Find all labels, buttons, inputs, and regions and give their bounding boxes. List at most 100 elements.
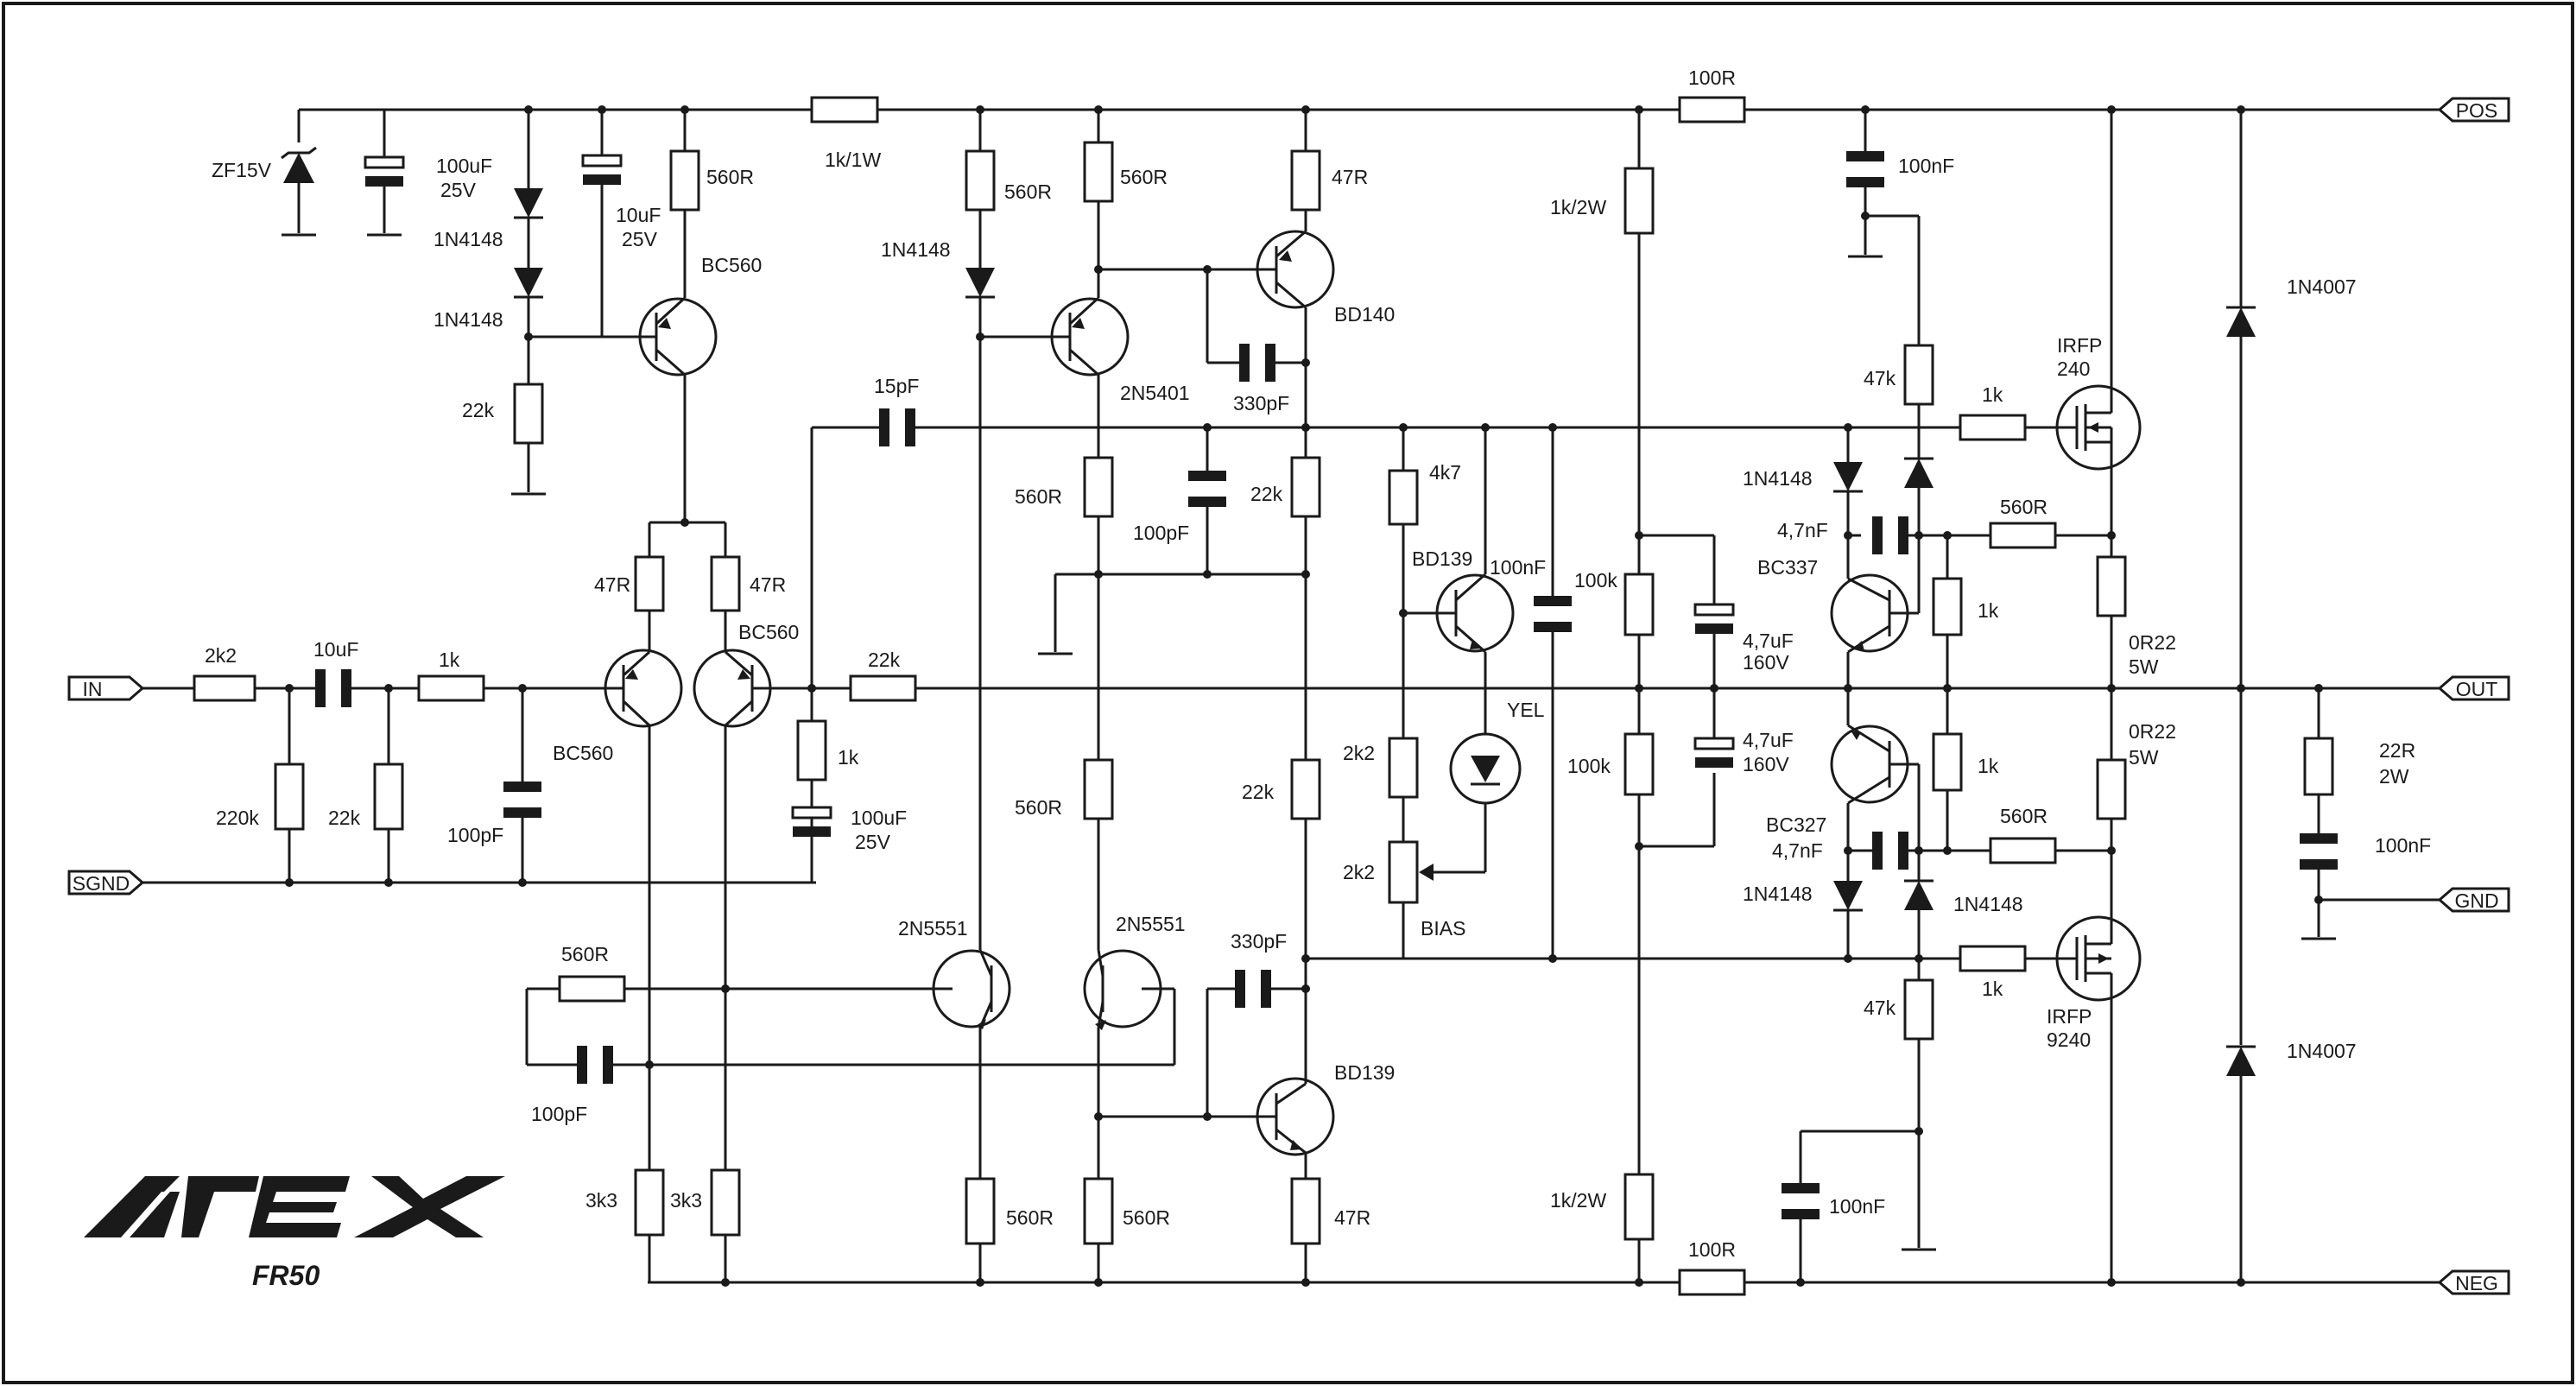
- c-100n-zobel-label: 100nF: [2375, 834, 2431, 857]
- port-out[interactable]: OUT: [2437, 675, 2510, 701]
- port-gnd[interactable]: GND: [2437, 887, 2510, 913]
- c-100p-low-label: 100pF: [531, 1103, 587, 1125]
- bias-stage: 4k7 BD139 100nF YEL 2k2 2k2 BIAS: [1306, 423, 1956, 963]
- q-bc560-l-label: BC560: [553, 742, 613, 764]
- r-22k-top-label: 22k: [1250, 483, 1283, 505]
- q-bd139-label: BD139: [1334, 1061, 1395, 1084]
- r-1k-in-label: 1k: [439, 649, 460, 671]
- logo-model-label: FR50: [252, 1260, 320, 1291]
- r-22k-fb-label: 22k: [868, 649, 901, 671]
- port-pos[interactable]: POS: [2437, 97, 2510, 123]
- c-4u7-a-label: 4,7uF: [1743, 630, 1794, 652]
- c-4n7-b-label: 4,7nF: [1772, 839, 1823, 862]
- r-47k-bot-label: 47k: [1864, 997, 1896, 1019]
- port-sgnd-label: SGND: [73, 872, 130, 895]
- supply-regulator: ZF15V 100uF 25V 1N4148 1N4148 22k 10uF 2…: [212, 105, 762, 496]
- c-supply-b-v-label: 25V: [622, 228, 658, 250]
- r-100r-pos-label: 100R: [1688, 66, 1736, 89]
- r-2k2-in-label: 2k2: [205, 644, 237, 667]
- vas-stage: 560R 1N4148 560R 2N5401 47R BD140: [881, 105, 1395, 1287]
- c-4u7-a-v-label: 160V: [1743, 651, 1789, 674]
- r-3k3-a-label: 3k3: [585, 1189, 617, 1212]
- r-220k-label: 220k: [216, 807, 259, 829]
- r-supply-label: 1k/1W: [825, 149, 881, 171]
- port-out-label: OUT: [2456, 678, 2498, 700]
- c-330p-bot-label: 330pF: [1231, 930, 1287, 952]
- d-ref1-label: 1N4148: [434, 228, 503, 250]
- d-1n4148-a-label: 1N4148: [1743, 467, 1813, 490]
- r-22k-in-label: 22k: [328, 807, 361, 829]
- r-100r-neg-label: 100R: [1688, 1238, 1736, 1261]
- d-ref2-label: 1N4148: [434, 308, 503, 331]
- r-2k2-b-label: 2k2: [1343, 861, 1375, 883]
- r-47r-l-label: 47R: [594, 573, 630, 596]
- c-supply-b-label: 10uF: [616, 204, 661, 226]
- apex-logo-mark: [84, 1176, 505, 1237]
- c-100p-mid-label: 100pF: [1133, 522, 1189, 544]
- r-560-b-label: 560R: [2000, 805, 2048, 827]
- port-in-label: IN: [83, 678, 103, 700]
- r-560r-bot-a-label: 560R: [1006, 1206, 1054, 1229]
- r-bd140-e-label: 47R: [1332, 166, 1368, 188]
- r-1k-fb-label: 1k: [838, 746, 859, 769]
- d-vas-ref-label: 1N4148: [881, 238, 951, 261]
- r-1k-a-label: 1k: [1978, 599, 1999, 622]
- r-3k3-b-label: 3k3: [670, 1189, 702, 1212]
- r-1k2w-top-label: 1k/2W: [1550, 196, 1606, 218]
- q-2n5551-a-label: 2N5551: [898, 917, 968, 940]
- r-22k-low-label: 22k: [1242, 781, 1275, 803]
- c-100u-fb-v-label: 25V: [855, 831, 891, 853]
- q-bd139-bias-label: BD139: [1412, 547, 1472, 570]
- c-4u7-b-label: 4,7uF: [1743, 729, 1794, 751]
- q-2n5401-label: 2N5401: [1120, 382, 1190, 404]
- r-1k-b-label: 1k: [1978, 755, 1999, 777]
- c-330p-top-label: 330pF: [1233, 392, 1289, 415]
- c-supply-a-label: 100uF: [436, 155, 492, 177]
- port-neg[interactable]: NEG: [2437, 1269, 2510, 1295]
- q-ccs-label: BC560: [701, 254, 762, 276]
- c-10u-in-label: 10uF: [313, 638, 358, 661]
- r-1k2w-bot-label: 1k/2W: [1550, 1189, 1606, 1212]
- r-1k-gate-bot-label: 1k: [1982, 978, 2003, 1000]
- r-4k7-label: 4k7: [1429, 461, 1461, 484]
- r-22r-label: 22R: [2379, 739, 2415, 762]
- c-4n7-a-label: 4,7nF: [1777, 519, 1828, 541]
- zener-label: ZF15V: [212, 159, 272, 181]
- r-560r-low-label: 560R: [561, 943, 609, 965]
- d-1n4007-bot-label: 1N4007: [2287, 1040, 2357, 1062]
- r-100k-b-label: 100k: [1567, 755, 1611, 777]
- q-ccs-transistor: [638, 296, 718, 522]
- port-sgnd[interactable]: SGND: [67, 870, 145, 896]
- q-2n5551-b-label: 2N5551: [1116, 913, 1186, 935]
- yel-label: YEL: [1507, 699, 1545, 721]
- r-0r22-a-label: 0R22: [2129, 631, 2176, 654]
- port-gnd-label: GND: [2454, 889, 2498, 912]
- c-15p-label: 15pF: [874, 375, 919, 397]
- c-100n-top-label: 100nF: [1898, 155, 1954, 177]
- r-vas-ref-b-label: 560R: [1120, 166, 1168, 188]
- port-in[interactable]: IN: [67, 675, 145, 701]
- r-vas-ref-a-label: 560R: [1004, 180, 1052, 203]
- c-supply-a-v-label: 25V: [440, 179, 477, 201]
- r-0r22-b-label: 0R22: [2129, 720, 2176, 743]
- r-560r-bot-b-label: 560R: [1123, 1206, 1170, 1229]
- r-560-a-label: 560R: [2000, 496, 2048, 518]
- r-22r-w-label: 2W: [2379, 765, 2409, 788]
- d-1n4148-b-label: 1N4148: [1743, 883, 1813, 905]
- r-560r-left-mid-label: 560R: [1015, 796, 1062, 819]
- r-1k-gate-top-label: 1k: [1982, 383, 2003, 406]
- apex-logo: FR50: [84, 1176, 505, 1291]
- c-4u7-b-v-label: 160V: [1743, 753, 1789, 775]
- c-100n-bias-label: 100nF: [1490, 556, 1546, 579]
- port-pos-label: POS: [2456, 99, 2498, 122]
- r-ccs-top-label: 560R: [706, 166, 754, 188]
- r-supply: 1k/1W: [810, 96, 881, 171]
- rail-wires: [142, 108, 2440, 1284]
- r-47r-bot-label: 47R: [1334, 1206, 1370, 1229]
- d-1n4007-top-label: 1N4007: [2287, 275, 2357, 298]
- q-bd140-label: BD140: [1334, 303, 1395, 326]
